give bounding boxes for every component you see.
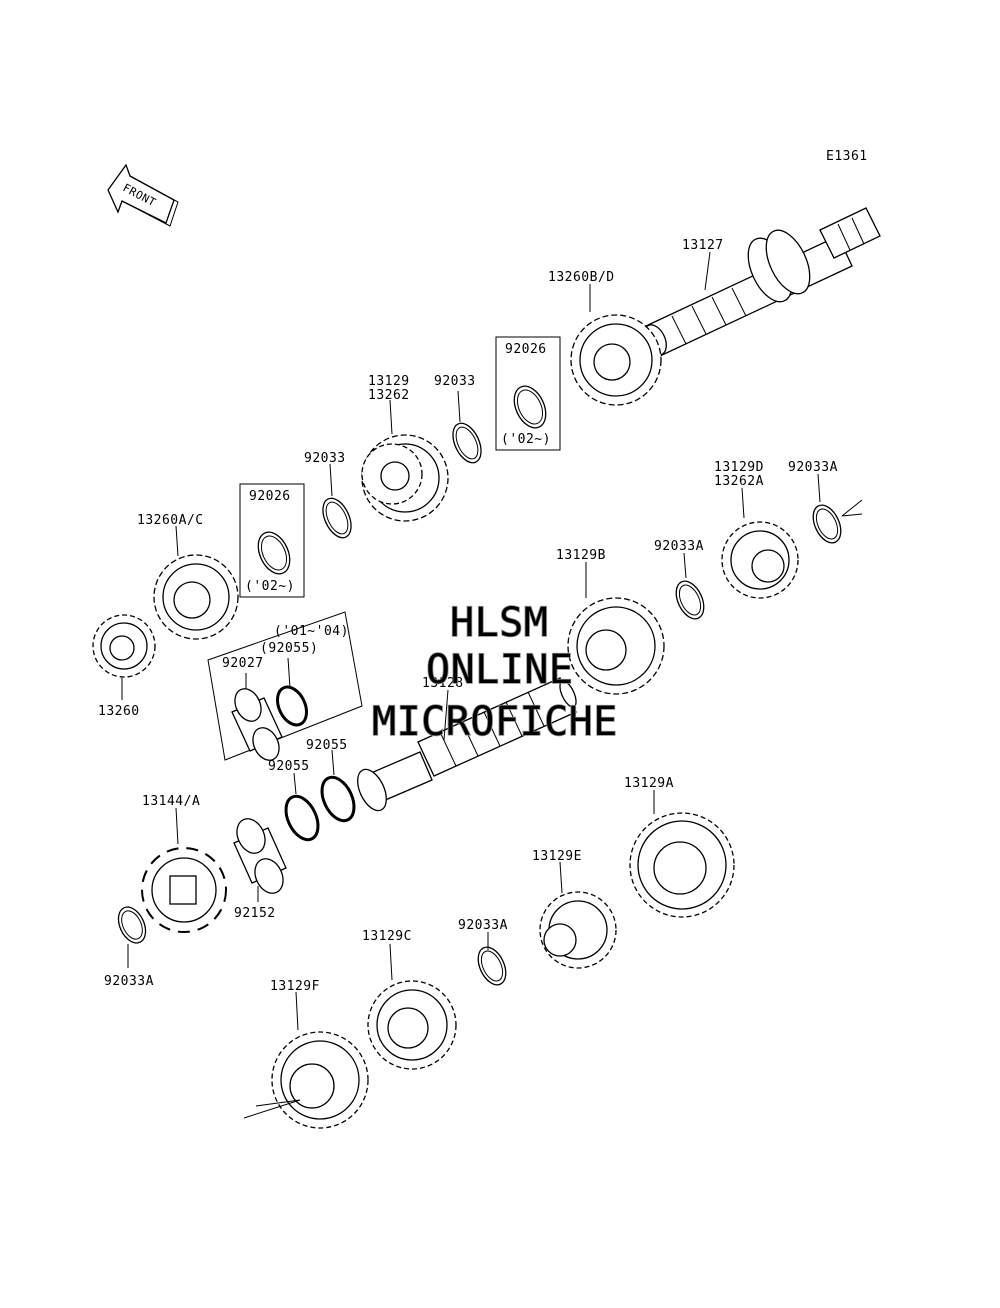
o-ring-92055-a [320,775,356,823]
label-13260ac: 13260A/C [137,513,204,528]
circlip-92033a-low [477,946,507,986]
label-92055-b: 92055 [268,759,310,774]
label-92055-a: 92055 [306,738,348,753]
label-13129b: 13129B [556,548,606,563]
label-13129d: 13129D [714,460,764,475]
washer-92026-mid [257,531,291,575]
label-13129e: 13129E [532,849,582,864]
washer-92026-box-mid [239,483,305,598]
gear-13129a [629,812,735,918]
gear-13129-13262 [361,434,449,522]
o-ring-92055-b [284,794,320,842]
gear-13260 [92,614,156,678]
watermark-line-3: MICROFICHE [372,699,618,745]
label-13262a: 13262A [714,474,764,489]
label-13262: 13262 [368,388,410,403]
diagram-code: E1361 [826,149,868,164]
label-92026-mid: 92026 [249,489,291,504]
watermark-line-2: ONLINE [426,647,574,693]
label-13129f: 13129F [270,979,320,994]
circlip-92033-b [322,497,352,539]
label-13128: 13128 [422,676,464,691]
circlip-92033-a [452,422,482,464]
gear-13260ac [153,554,239,640]
label-13127: 13127 [682,238,724,253]
washer-92026-box-top [495,336,561,451]
circlip-92033a-left [117,906,147,944]
output-shaft-13127 [643,207,881,357]
gear-13129c [367,980,457,1070]
note-02-mid: ('02~) [245,579,295,594]
label-92033-b: 92033 [304,451,346,466]
gear-13129d-13262a [721,521,799,599]
front-arrow-icon: FRONT [107,163,179,227]
bushing-set-box-01-04 [207,611,363,761]
label-92033a-top: 92033A [788,460,838,475]
label-13129: 13129 [368,374,410,389]
circlip-92033a-top [812,504,842,544]
note-02-top: ('02~) [501,432,551,447]
sprocket-13144a [141,847,227,933]
label-92152: 92152 [234,906,276,921]
label-92033a-low: 92033A [458,918,508,933]
washer-92026-top [513,385,547,429]
input-shaft-13128 [357,677,577,812]
label-92033-a: 92033 [434,374,476,389]
label-13129a: 13129A [624,776,674,791]
label-13260bd: 13260B/D [548,270,615,285]
watermark-line-1: HLSM [450,600,548,646]
label-92033a-left: 92033A [104,974,154,989]
gear-13260bd [570,314,662,406]
gear-13129b [567,597,665,695]
label-92033a-mid: 92033A [654,539,704,554]
bushing-92027 [231,688,283,761]
label-13260: 13260 [98,704,140,719]
gear-13129f [271,1031,369,1129]
label-92027: 92027 [222,656,264,671]
o-ring-92055-boxed [275,685,309,727]
label-13129c: 13129C [362,929,412,944]
circlip-92033a-mid [675,580,705,620]
label-92026-top: 92026 [505,342,547,357]
label-92055-paren: (92055) [260,641,318,656]
gear-13129e [539,891,617,969]
bushing-92152 [233,818,287,894]
note-01-04: ('01~'04) [274,624,349,639]
label-13144a: 13144/A [142,794,200,809]
